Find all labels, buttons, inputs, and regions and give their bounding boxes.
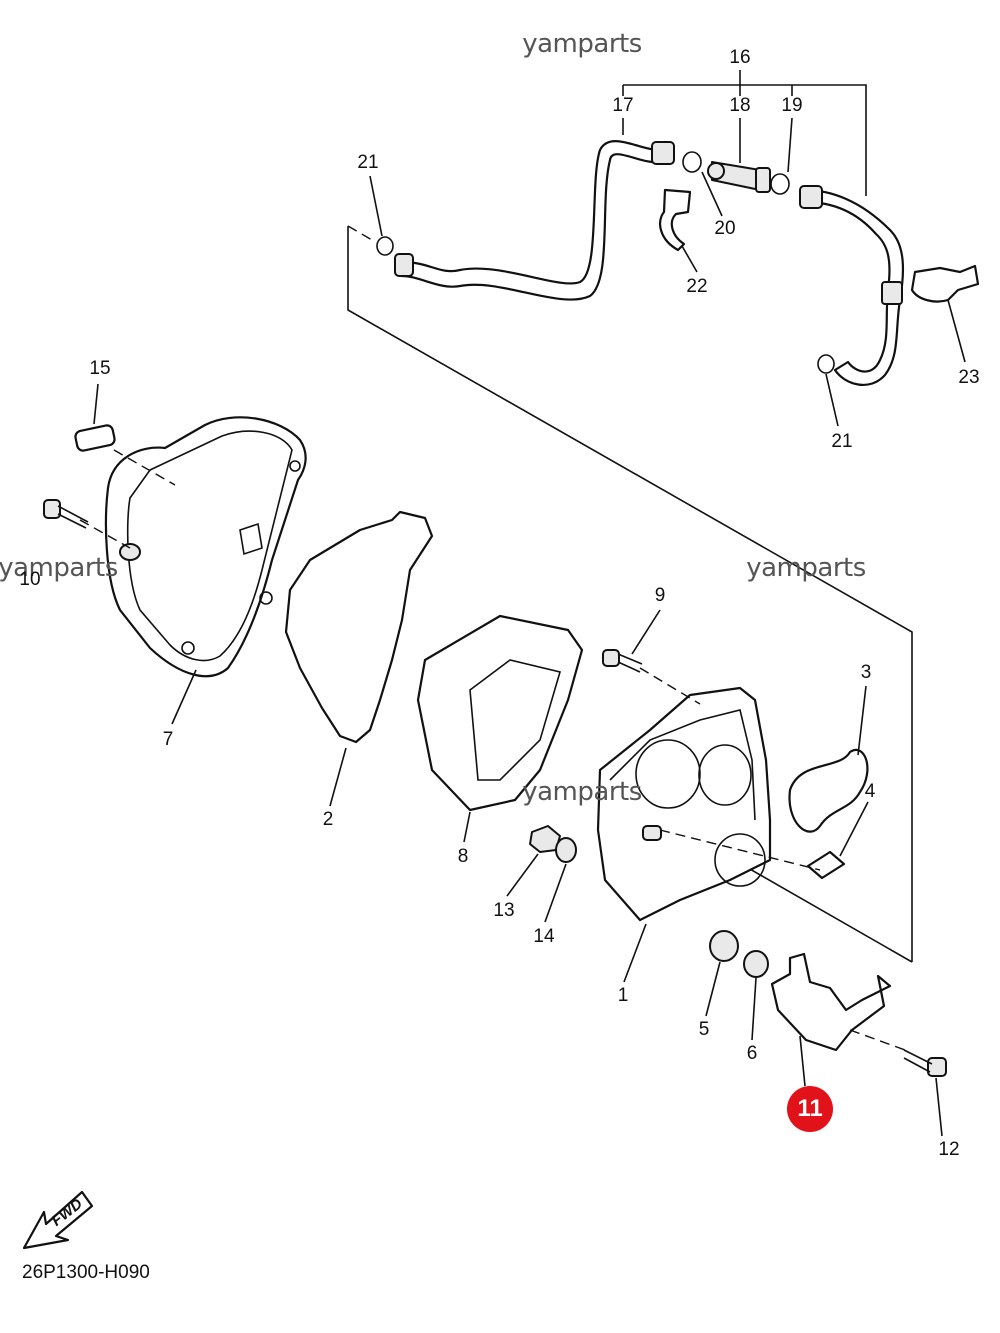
watermark: yamparts bbox=[522, 777, 642, 807]
part-label-12[interactable]: 12 bbox=[938, 1139, 960, 1160]
bracket-11 bbox=[770, 952, 892, 1052]
o-ring-3 bbox=[788, 748, 869, 833]
gasket-2 bbox=[284, 510, 434, 744]
part-label-13[interactable]: 13 bbox=[493, 900, 515, 921]
part-label-22[interactable]: 22 bbox=[686, 276, 708, 297]
part-label-4[interactable]: 4 bbox=[864, 781, 876, 802]
part-label-7[interactable]: 7 bbox=[162, 729, 174, 750]
diagram-code: 26P1300-H090 bbox=[22, 1262, 150, 1283]
washer-14 bbox=[555, 837, 577, 863]
part-label-21[interactable]: 21 bbox=[831, 431, 853, 452]
hose-callouts bbox=[369, 70, 966, 427]
hose-assembly bbox=[376, 140, 980, 386]
part-label-15[interactable]: 15 bbox=[89, 358, 111, 379]
watermark: yamparts bbox=[0, 553, 118, 583]
clamp-4 bbox=[806, 850, 846, 880]
lower-callouts bbox=[79, 383, 943, 1137]
air-filter-element bbox=[416, 614, 584, 812]
part-label-8[interactable]: 8 bbox=[457, 846, 469, 867]
part-label-17[interactable]: 17 bbox=[612, 95, 634, 116]
part-label-23[interactable]: 23 bbox=[958, 367, 980, 388]
part-label-10[interactable]: 10 bbox=[19, 569, 41, 590]
bolt-9 bbox=[602, 649, 643, 673]
case-cover bbox=[104, 416, 307, 678]
part-label-21[interactable]: 21 bbox=[357, 152, 379, 173]
collar-6 bbox=[743, 950, 769, 978]
part-label-6[interactable]: 6 bbox=[746, 1043, 758, 1064]
part-label-19[interactable]: 19 bbox=[781, 95, 803, 116]
part-label-20[interactable]: 20 bbox=[714, 218, 736, 239]
grommet-5 bbox=[709, 930, 739, 962]
part-label-18[interactable]: 18 bbox=[729, 95, 751, 116]
fwd-arrow-icon bbox=[22, 1190, 94, 1250]
part-label-16[interactable]: 16 bbox=[729, 47, 751, 68]
part-label-1[interactable]: 1 bbox=[617, 985, 629, 1006]
highlighted-part-badge-11[interactable]: 11 bbox=[787, 1086, 833, 1132]
bolt-12 bbox=[903, 1049, 947, 1077]
part-label-3[interactable]: 3 bbox=[860, 662, 872, 683]
watermark: yamparts bbox=[522, 29, 642, 59]
part-label-14[interactable]: 14 bbox=[533, 926, 555, 947]
bolt-10 bbox=[43, 499, 89, 529]
part-label-5[interactable]: 5 bbox=[698, 1019, 710, 1040]
part-label-2[interactable]: 2 bbox=[322, 809, 334, 830]
watermark: yamparts bbox=[746, 553, 866, 583]
part-label-9[interactable]: 9 bbox=[654, 585, 666, 606]
air-filter-case bbox=[596, 686, 772, 922]
seal-15 bbox=[74, 424, 116, 452]
